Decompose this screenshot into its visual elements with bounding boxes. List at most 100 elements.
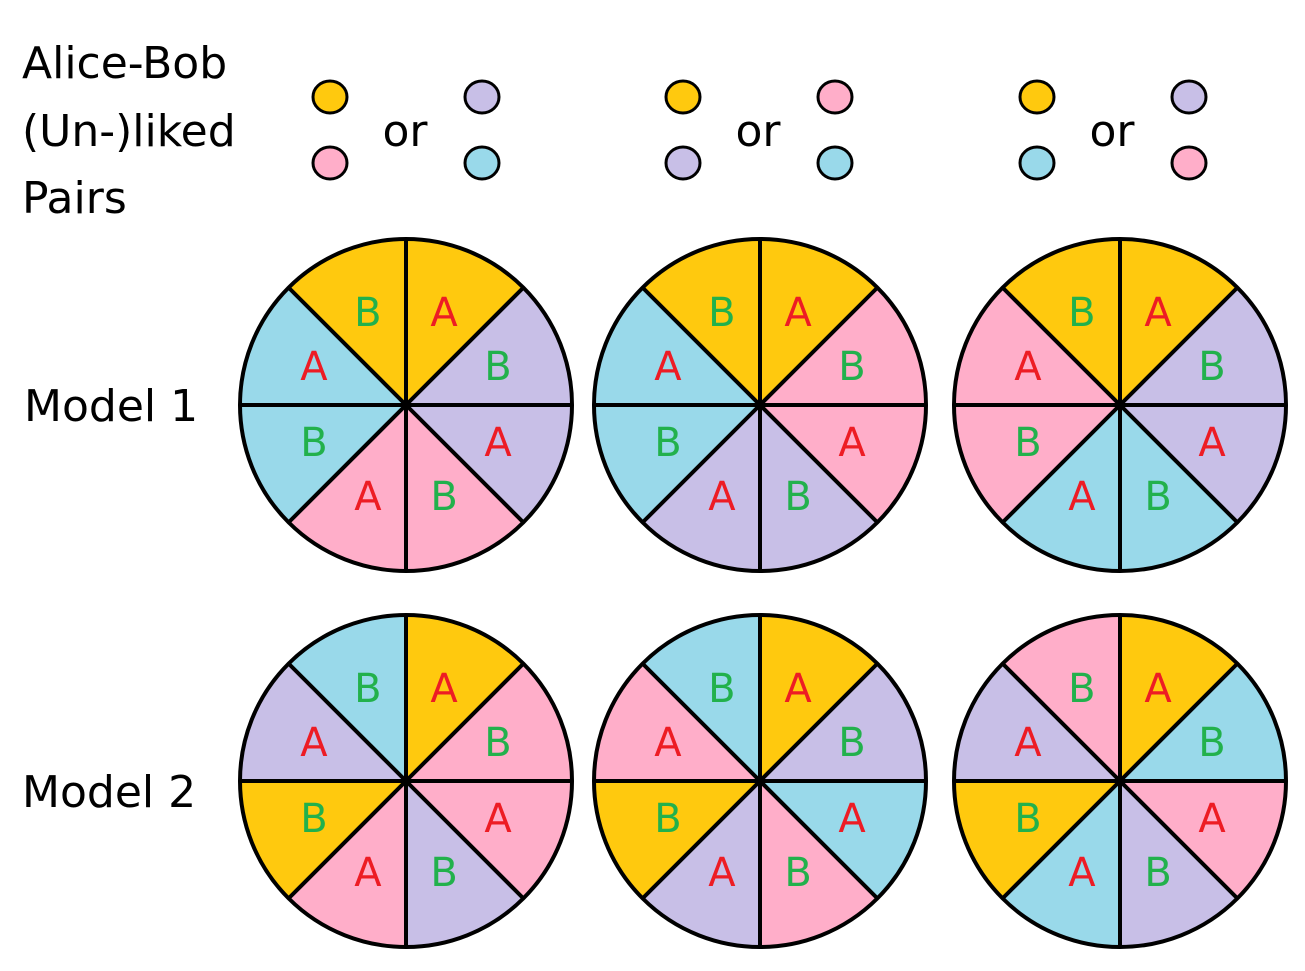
segment-letter-b: B	[1014, 796, 1041, 842]
segment-letter-a: A	[784, 666, 812, 712]
segment-letter-a: A	[430, 666, 458, 712]
yellow-segment	[642, 239, 760, 405]
segment-letter-a: A	[300, 720, 328, 766]
yellow-dot	[311, 79, 349, 115]
segment-letter-a: A	[1014, 344, 1042, 390]
yellow-segment	[288, 239, 406, 405]
pink-dot	[311, 145, 349, 181]
cyan-segment	[760, 781, 926, 899]
model-1-label: Model 1	[24, 381, 198, 432]
segment-letter-b: B	[430, 850, 457, 896]
segment-letter-b: B	[430, 474, 457, 520]
segment-letter-b: B	[354, 290, 381, 336]
divider-line	[641, 662, 762, 783]
segment-letter-b: B	[1068, 666, 1095, 712]
segment-letter-b: B	[654, 796, 681, 842]
segment-letter-a: A	[300, 344, 328, 390]
segment-letter-a: A	[838, 420, 866, 466]
model-2-label: Model 2	[22, 767, 196, 818]
purple-segment	[1120, 405, 1286, 523]
divider-line	[758, 403, 879, 524]
purple-segment	[954, 663, 1120, 781]
segment-letter-b: B	[1068, 290, 1095, 336]
divider-line	[1118, 662, 1239, 783]
yellow-segment	[240, 781, 406, 899]
pink-segment	[406, 405, 524, 571]
cyan-segment	[594, 287, 760, 405]
segment-letter-a: A	[484, 420, 512, 466]
divider-line	[641, 779, 762, 900]
segment-letter-a: A	[838, 796, 866, 842]
wheel-outline	[952, 237, 1288, 573]
segment-letter-b: B	[300, 796, 327, 842]
divider-line	[287, 403, 408, 524]
yellow-segment	[1120, 239, 1238, 405]
segment-letter-a: A	[708, 474, 736, 520]
segment-letter-a: A	[654, 720, 682, 766]
purple-segment	[760, 663, 926, 781]
pairing-option-3: or	[1018, 79, 1208, 181]
or-label: or	[735, 106, 781, 157]
or-label: or	[382, 106, 428, 157]
segment-letter-b: B	[708, 666, 735, 712]
yellow-segment	[406, 239, 524, 405]
wheel-outline	[592, 237, 928, 573]
cyan-dot	[1018, 145, 1056, 181]
cyan-dot	[463, 145, 501, 181]
cyan-segment	[642, 615, 760, 781]
purple-dot	[1170, 79, 1208, 115]
segment-letter-a: A	[1144, 666, 1172, 712]
divider-line	[1001, 286, 1122, 407]
yellow-segment	[1002, 239, 1120, 405]
segment-letter-a: A	[1014, 720, 1042, 766]
divider-line	[287, 286, 408, 407]
divider-line	[758, 779, 879, 900]
purple-dot	[664, 145, 702, 181]
yellow-segment	[406, 615, 524, 781]
segment-letter-b: B	[1144, 850, 1171, 896]
wheel-outline	[238, 237, 574, 573]
divider-line	[404, 403, 525, 524]
cyan-segment	[1120, 405, 1238, 571]
divider-line	[641, 403, 762, 524]
divider-line	[1001, 403, 1122, 524]
divider-line	[404, 779, 525, 900]
purple-dot	[463, 79, 501, 115]
segment-letter-b: B	[784, 850, 811, 896]
pairing-option-1: or	[311, 79, 501, 181]
pink-segment	[1002, 615, 1120, 781]
cyan-segment	[288, 615, 406, 781]
segment-letter-b: B	[654, 420, 681, 466]
pink-segment	[406, 781, 572, 899]
segment-letter-b: B	[1198, 344, 1225, 390]
cyan-segment	[240, 405, 406, 523]
segment-letter-a: A	[708, 850, 736, 896]
pairing-option-2: or	[664, 79, 854, 181]
pink-segment	[760, 287, 926, 405]
segment-letter-a: A	[1144, 290, 1172, 336]
cyan-segment	[1002, 405, 1120, 571]
segment-letter-a: A	[1068, 850, 1096, 896]
header-line-2: (Un-)liked	[22, 106, 236, 157]
wheel-outline	[592, 613, 928, 949]
purple-segment	[642, 781, 760, 947]
yellow-segment	[954, 781, 1120, 899]
yellow-segment	[760, 615, 878, 781]
cyan-segment	[594, 405, 760, 523]
cyan-dot	[816, 145, 854, 181]
segment-letter-a: A	[1198, 420, 1226, 466]
purple-segment	[406, 781, 524, 947]
purple-segment	[760, 405, 878, 571]
pink-segment	[760, 781, 878, 947]
pink-segment	[288, 405, 406, 571]
wheel-outline	[238, 613, 574, 949]
pink-segment	[954, 287, 1120, 405]
divider-line	[1118, 286, 1239, 407]
